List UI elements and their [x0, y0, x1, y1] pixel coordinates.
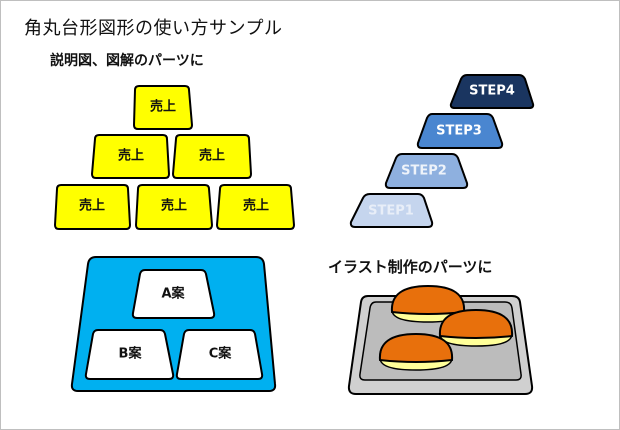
- bun-top: [390, 284, 466, 315]
- pyramid: 売上 売上 売上 売上 売上 売上: [53, 85, 296, 230]
- plan-card-a[interactable]: A案: [131, 269, 216, 319]
- bun-top: [378, 332, 454, 363]
- bun-top: [438, 308, 514, 339]
- pyramid-block[interactable]: 売上: [53, 184, 132, 230]
- step-block-3[interactable]: STEP3: [416, 113, 504, 149]
- plan-card-b[interactable]: B案: [84, 329, 175, 380]
- pyramid-block-label: 売上: [79, 198, 105, 214]
- plan-card-c[interactable]: C案: [175, 329, 264, 380]
- pyramid-block[interactable]: 売上: [134, 184, 214, 230]
- section-title-diagram: 説明図、図解のパーツに: [50, 53, 204, 69]
- pyramid-block-label: 売上: [161, 198, 187, 214]
- step-block-4[interactable]: STEP4: [449, 74, 535, 109]
- bun: [438, 308, 514, 347]
- plan-card-label: B案: [119, 346, 143, 362]
- pyramid-block[interactable]: 売上: [215, 184, 296, 230]
- pyramid-block-label: 売上: [118, 148, 144, 164]
- pyramid-block-label: 売上: [150, 99, 176, 115]
- page-title: 角丸台形図形の使い方サンプル: [24, 18, 283, 39]
- section-title-illustration: イラスト制作のパーツに: [328, 258, 493, 276]
- plan-card-label: C案: [209, 346, 233, 362]
- step-block-2[interactable]: STEP2: [384, 153, 469, 189]
- step-stairs: STEP1 STEP2 STEP3 STEP4: [349, 74, 535, 228]
- step-label: STEP4: [469, 84, 515, 99]
- pyramid-block-label: 売上: [243, 198, 269, 214]
- pyramid-block[interactable]: 売上: [132, 85, 194, 130]
- plan-card-label: A案: [161, 286, 185, 302]
- step-label: STEP2: [401, 164, 447, 179]
- step-block-1[interactable]: STEP1: [349, 193, 434, 228]
- pyramid-block-label: 売上: [199, 148, 225, 164]
- pyramid-block[interactable]: 売上: [171, 134, 253, 179]
- step-label: STEP3: [436, 124, 482, 139]
- bun: [378, 332, 454, 371]
- plan-board: A案 B案 C案: [70, 256, 277, 392]
- step-label: STEP1: [368, 204, 414, 219]
- pyramid-block[interactable]: 売上: [90, 134, 171, 179]
- tray-illustration: [347, 284, 534, 395]
